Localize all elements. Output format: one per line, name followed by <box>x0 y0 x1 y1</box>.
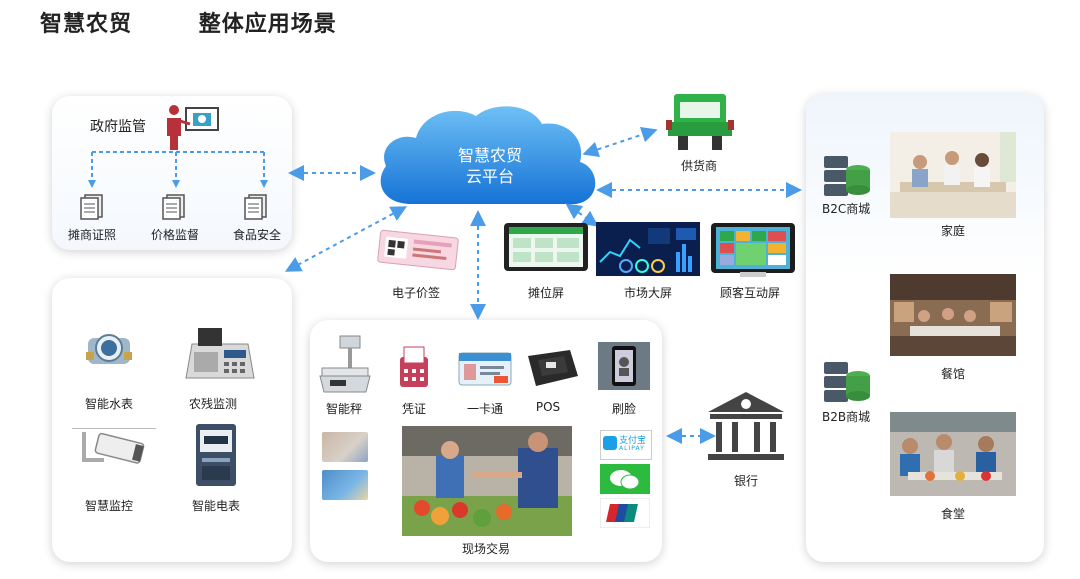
supervisor-icon <box>164 104 222 152</box>
divider-line <box>72 428 156 429</box>
stall-screen-image <box>503 222 589 272</box>
card-pay-photo <box>322 432 368 462</box>
b2c-label: B2C商城 <box>822 202 871 216</box>
market-scene-photo <box>402 426 572 536</box>
id-card-image <box>458 352 512 386</box>
page-title: 智慧农贸 整体应用场景 <box>40 6 337 38</box>
trade-item-face: 刷脸 <box>611 402 637 416</box>
trade-item-pos: POS <box>535 400 561 414</box>
voucher-printer-image <box>398 345 430 389</box>
truck-icon <box>664 92 736 154</box>
supplier-label: 供货商 <box>680 159 718 173</box>
alipay-logo: 支付宝 ALIPAY <box>600 430 652 460</box>
restaurant-photo <box>890 274 1016 356</box>
cloud-label-2: 云平台 <box>465 167 515 186</box>
iot-panel <box>52 278 292 562</box>
stall-screen-label: 摊位屏 <box>527 286 565 300</box>
market-screen-image <box>596 222 700 276</box>
cctv-camera-image <box>78 430 148 482</box>
trade-item-card: 一卡通 <box>466 402 504 416</box>
gov-title: 政府监管 <box>90 119 146 135</box>
market-screen-label: 市场大屏 <box>623 286 673 300</box>
iot-item-residue: 农残监测 <box>188 397 238 411</box>
face-pay-image <box>598 342 650 390</box>
iot-item-cctv: 智慧监控 <box>84 499 134 513</box>
bank-icon <box>704 390 788 468</box>
cloud-label-1: 智慧农贸 <box>457 146 523 165</box>
electronic-price-tag-image <box>377 228 459 272</box>
pos-terminal-image <box>524 346 580 390</box>
trade-item-scale: 智能秤 <box>325 402 363 416</box>
home-label: 家庭 <box>940 224 966 238</box>
canteen-label: 食堂 <box>940 507 966 521</box>
trade-item-voucher: 凭证 <box>401 402 427 416</box>
title-right: 整体应用场景 <box>198 12 337 37</box>
water-meter-image <box>84 326 134 376</box>
b2b-database-icon <box>824 362 872 402</box>
alipay-text-en: ALIPAY <box>619 445 645 452</box>
card-pay-photo-2 <box>322 470 368 500</box>
alipay-text: 支付宝 <box>619 436 647 446</box>
b2c-database-icon <box>824 156 872 196</box>
customer-screen-label: 顾客互动屏 <box>719 286 781 300</box>
unionpay-icon <box>600 498 650 528</box>
iot-item-electric: 智能电表 <box>191 499 241 513</box>
price-tag-label: 电子价签 <box>391 286 441 300</box>
wechat-pay-icon <box>600 464 650 494</box>
home-photo <box>890 132 1016 218</box>
restaurant-label: 餐馆 <box>940 367 966 381</box>
price-doc-icon <box>162 194 186 220</box>
trade-scene-label: 现场交易 <box>461 542 511 556</box>
customer-screen-image <box>710 222 796 278</box>
gov-item-food: 食品安全 <box>232 228 282 242</box>
gov-item-price: 价格监督 <box>150 228 200 242</box>
license-doc-icon <box>80 194 104 220</box>
gov-item-license: 摊商证照 <box>67 228 117 242</box>
residue-monitor-image <box>184 326 256 382</box>
alipay-icon <box>603 436 617 450</box>
smart-scale-image <box>318 334 372 394</box>
food-doc-icon <box>244 194 268 220</box>
iot-item-water: 智能水表 <box>84 397 134 411</box>
title-left: 智慧农贸 <box>40 12 133 37</box>
gov-connector <box>88 150 268 190</box>
cloud-platform-icon <box>372 100 604 210</box>
b2b-label: B2B商城 <box>822 410 871 424</box>
canteen-photo <box>890 412 1016 496</box>
bank-label: 银行 <box>733 474 759 488</box>
electric-meter-image <box>194 422 238 488</box>
